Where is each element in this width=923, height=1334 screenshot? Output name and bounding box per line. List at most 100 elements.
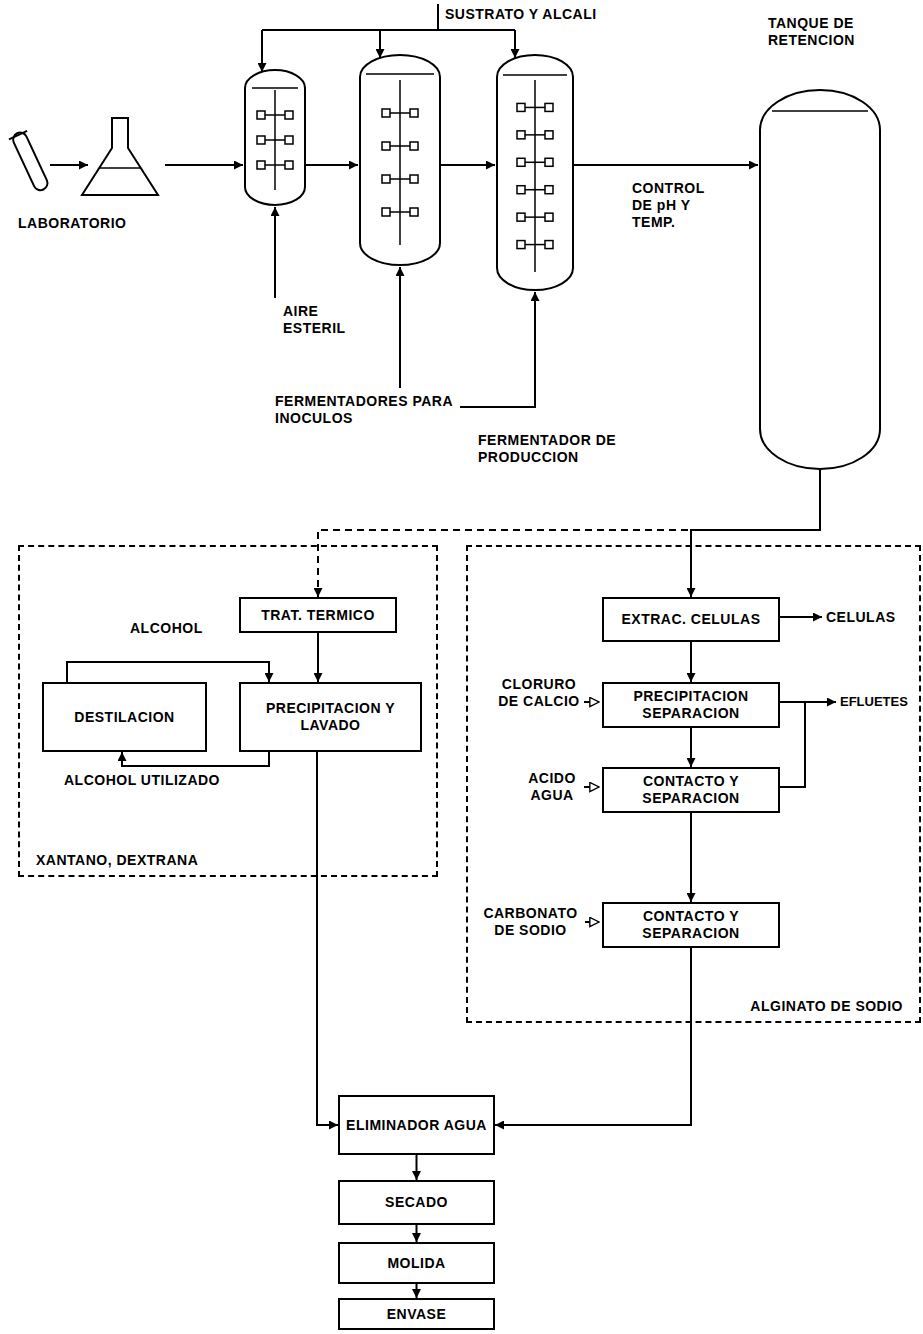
process-box: CONTACTO Y SEPARACION <box>602 902 780 948</box>
node-label: TRAT. TERMICO <box>261 607 375 624</box>
annotation-label: CELULAS <box>826 609 896 626</box>
node-label: SECADO <box>385 1194 448 1211</box>
impeller-blade <box>410 142 418 150</box>
impeller-blade <box>517 186 525 194</box>
annotation-label: ACIDO AGUA <box>522 770 582 804</box>
annotation-label: CONTROL DE pH Y TEMP. <box>632 180 717 230</box>
liquid-level <box>252 87 298 89</box>
feed-arrow <box>379 30 381 58</box>
liquid-level <box>366 73 434 75</box>
flow-connector <box>317 752 338 1125</box>
output-arrow <box>778 616 822 618</box>
impeller-blade <box>410 175 418 183</box>
connector-label: ALCOHOL UTILIZADO <box>62 772 222 789</box>
node-label: MOLIDA <box>387 1255 445 1272</box>
flow-connector <box>67 662 269 682</box>
process-box: TRAT. TERMICO <box>239 597 397 633</box>
flask-liquid <box>100 167 140 169</box>
inoculum-fermenter <box>245 70 305 205</box>
annotation-label: AIRE ESTERIL <box>283 303 353 337</box>
impeller-arm <box>390 178 410 180</box>
impeller-arm <box>525 216 545 218</box>
region-title: XANTANO, DEXTRANA <box>36 852 198 869</box>
node-label: CONTACTO Y SEPARACION <box>610 773 772 807</box>
process-box: DESTILACION <box>42 682 207 752</box>
flow-arrow <box>50 164 88 166</box>
node-label: PRECIPITACION SEPARACION <box>610 688 772 722</box>
process-box: SECADO <box>338 1180 495 1225</box>
feed-arrow <box>514 30 516 58</box>
flow-connector <box>317 633 319 682</box>
flow-connector <box>416 1155 418 1180</box>
flow-connector <box>416 1284 418 1298</box>
test-tube-rim <box>9 131 27 139</box>
impeller-arm <box>525 162 545 164</box>
annotation-label: SUSTRATO Y ALCALI <box>445 6 597 23</box>
flow-arrow <box>165 164 243 166</box>
impeller-arm <box>525 244 545 246</box>
flow-arrow <box>440 164 495 166</box>
impeller-blade <box>545 103 553 111</box>
liquid-level <box>503 74 567 76</box>
flow-connector <box>416 1225 418 1242</box>
impeller-arm <box>265 139 285 141</box>
node-label: ELIMINADOR AGUA <box>346 1117 487 1134</box>
node-label: EXTRAC. CELULAS <box>622 611 761 628</box>
impeller-blade <box>257 136 265 144</box>
process-box: CONTACTO Y SEPARACION <box>602 767 780 813</box>
test-tube <box>8 129 52 194</box>
flow-arrow <box>305 164 358 166</box>
connector-label: ALCOHOL <box>128 620 205 637</box>
flow-connector <box>691 470 820 597</box>
annotation-label: CARBONATO DE SODIO <box>478 905 583 939</box>
inoculum-fermenter <box>360 55 440 265</box>
region-title: ALGINATO DE SODIO <box>750 998 903 1015</box>
annotation-label: FERMENTADORES PARA INOCULOS <box>275 393 455 427</box>
air-line <box>399 267 401 388</box>
process-box: PRECIPITACION SEPARACION <box>602 682 780 728</box>
impeller-arm <box>265 164 285 166</box>
impeller-arm <box>525 107 545 109</box>
impeller-arm <box>390 145 410 147</box>
impeller-blade <box>545 186 553 194</box>
input-arrow <box>585 921 599 923</box>
annotation-label: LABORATORIO <box>18 215 126 232</box>
annotation-label: FERMENTADOR DE PRODUCCION <box>478 432 648 466</box>
liquid-level <box>772 110 868 112</box>
air-line <box>460 292 535 407</box>
impeller-blade <box>285 161 293 169</box>
impeller-blade <box>545 213 553 221</box>
impeller-blade <box>382 208 390 216</box>
impeller-blade <box>382 142 390 150</box>
process-box: ENVASE <box>338 1298 495 1330</box>
impeller-arm <box>525 189 545 191</box>
impeller-blade <box>382 109 390 117</box>
process-region: XANTANO, DEXTRANA TRAT. TERMICO DESTILACIO… <box>18 545 438 877</box>
tank-outline <box>750 15 890 470</box>
annotation-label: EFLUETES <box>840 694 908 710</box>
production-fermenter <box>497 55 573 290</box>
flow-connector <box>690 642 692 682</box>
feed-arrow <box>261 30 263 72</box>
impeller-shaft <box>534 80 536 272</box>
flow-connector <box>318 470 820 597</box>
impeller-arm <box>265 114 285 116</box>
impeller-arm <box>390 112 410 114</box>
flow-arrow <box>573 164 758 166</box>
flask <box>82 118 158 195</box>
node-label: CONTACTO Y SEPARACION <box>610 908 772 942</box>
input-arrow <box>584 701 599 703</box>
flow-connector <box>690 728 692 767</box>
impeller-blade <box>517 131 525 139</box>
impeller-blade <box>410 208 418 216</box>
node-label: DESTILACION <box>74 709 174 726</box>
air-line <box>274 207 276 298</box>
output-arrow <box>778 701 836 703</box>
node-label: ENVASE <box>387 1306 447 1323</box>
impeller-blade <box>285 111 293 119</box>
tank-body <box>760 90 880 469</box>
feed-line <box>262 29 515 31</box>
flow-connector <box>495 948 691 1125</box>
